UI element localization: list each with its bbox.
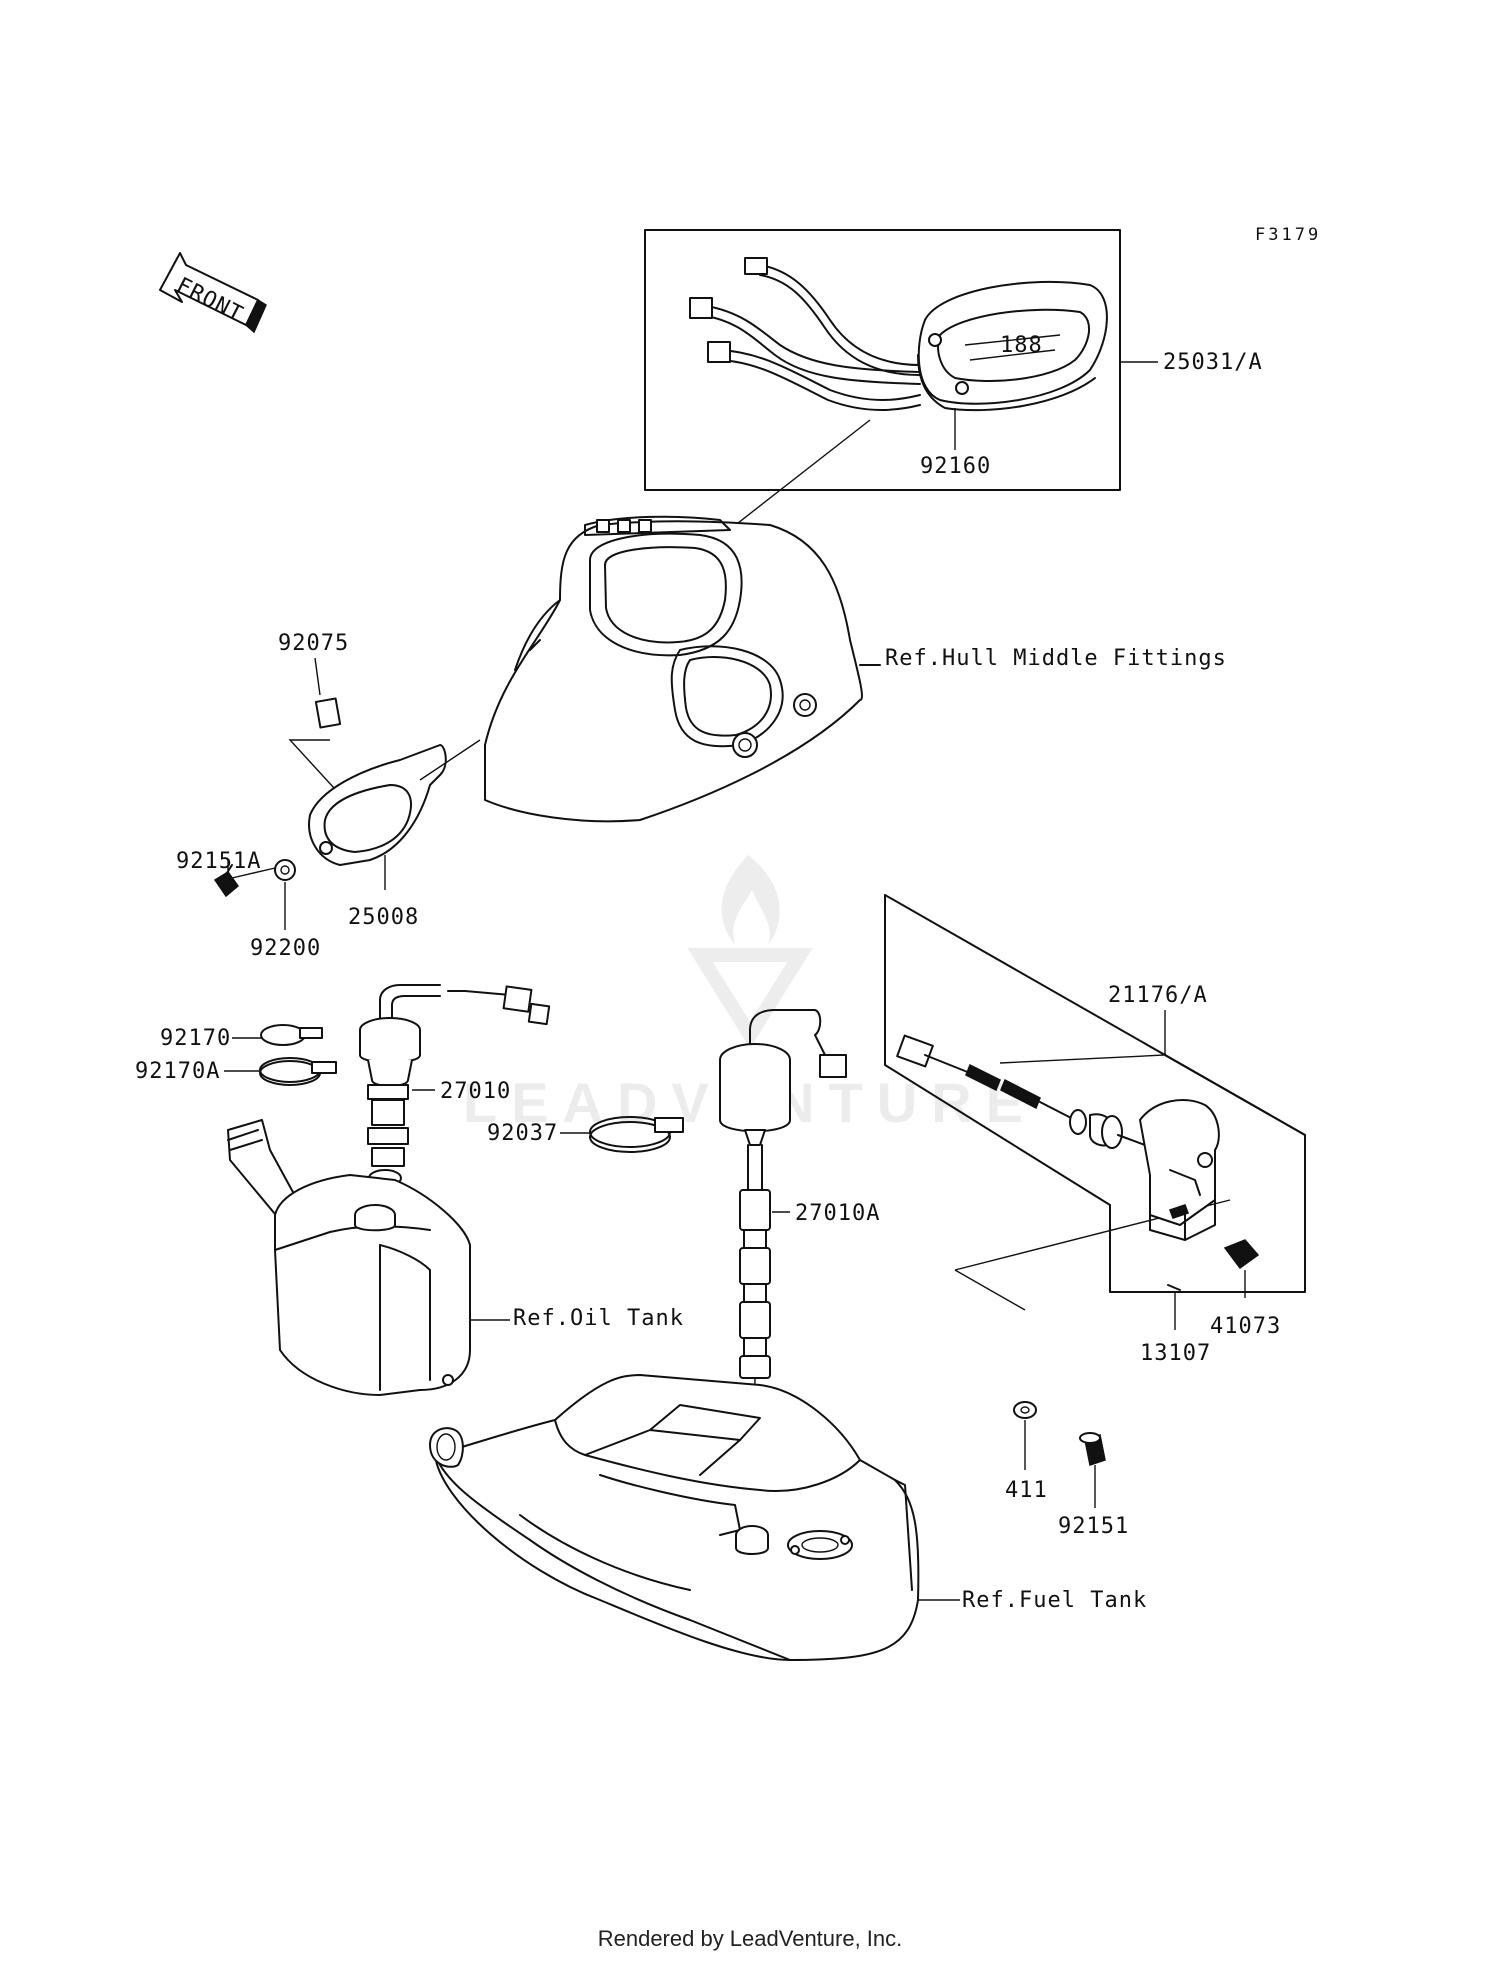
part-label-92151a[interactable]: 92151A <box>176 849 261 874</box>
part-label-13107[interactable]: 13107 <box>1140 1341 1211 1366</box>
part-label-411[interactable]: 411 <box>1005 1478 1048 1503</box>
hose-clamps <box>224 1024 684 1153</box>
washer-bolt-set <box>1013 1401 1106 1508</box>
part-label-25031a[interactable]: 25031/A <box>1163 350 1263 375</box>
diagram-code: F3179 <box>1255 225 1321 245</box>
meter-kit-box: 188 <box>644 229 1121 581</box>
part-label-27010a[interactable]: 27010A <box>795 1201 880 1226</box>
oil-tank <box>227 1119 510 1396</box>
part-label-92170a[interactable]: 92170A <box>135 1059 220 1084</box>
part-label-27010[interactable]: 27010 <box>440 1079 511 1104</box>
screw-washer-set <box>213 859 296 930</box>
ref-oil-tank[interactable]: Ref.Oil Tank <box>513 1306 684 1331</box>
sensor-kit-box <box>884 894 1306 1330</box>
fuel-tank <box>429 1374 960 1661</box>
ref-hull-middle-fittings[interactable]: Ref.Hull Middle Fittings <box>885 646 1227 671</box>
footer-credit: Rendered by LeadVenture, Inc. <box>597 1926 903 1951</box>
part-label-92151[interactable]: 92151 <box>1058 1514 1129 1539</box>
reference-labels: Ref.Hull Middle Fittings Ref.Oil Tank Re… <box>513 646 1227 1613</box>
svg-text:188: 188 <box>1000 333 1043 358</box>
part-label-92037[interactable]: 92037 <box>487 1121 558 1146</box>
part-label-21176a[interactable]: 21176/A <box>1108 983 1208 1008</box>
part-label-92200[interactable]: 92200 <box>250 936 321 961</box>
part-label-92170[interactable]: 92170 <box>160 1026 231 1051</box>
part-labels: 25031/A 92160 92075 92151A 92200 25008 9… <box>135 350 1281 1539</box>
hull-middle-fitting <box>484 515 881 823</box>
part-label-41073[interactable]: 41073 <box>1210 1314 1281 1339</box>
part-label-92160[interactable]: 92160 <box>920 454 991 479</box>
meter-bracket <box>288 697 481 890</box>
front-arrow-icon: FRONT <box>159 252 267 334</box>
part-label-25008[interactable]: 25008 <box>348 905 419 930</box>
part-label-92075[interactable]: 92075 <box>278 631 349 656</box>
fuel-level-sensor <box>719 1009 847 1536</box>
oil-level-sensor <box>359 984 551 1241</box>
ref-fuel-tank[interactable]: Ref.Fuel Tank <box>962 1588 1147 1613</box>
